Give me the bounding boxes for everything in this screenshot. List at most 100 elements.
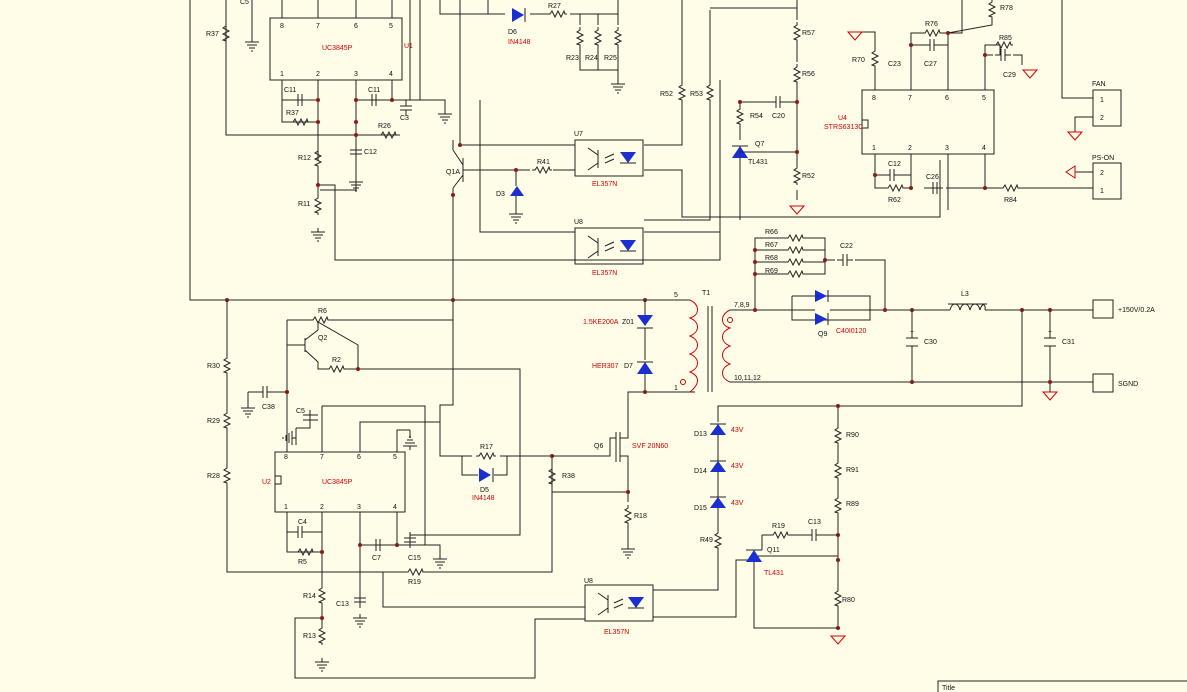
c3-label: C3 bbox=[400, 115, 409, 122]
d5-part: IN4148 bbox=[472, 495, 495, 502]
r37a-label: R37 bbox=[206, 31, 219, 38]
u1-pin2: 2 bbox=[316, 71, 320, 78]
q11-part: TL431 bbox=[764, 570, 784, 577]
u8a-ref: U8 bbox=[574, 219, 583, 226]
u1-pin3: 3 bbox=[354, 71, 358, 78]
q11-ref: Q11 bbox=[767, 547, 780, 554]
u4-pin4: 4 bbox=[982, 145, 986, 152]
c12a-label: C12 bbox=[364, 149, 377, 156]
u2-part: UC3845P bbox=[322, 479, 353, 486]
fan-connector[interactable] bbox=[1092, 89, 1122, 127]
r67-label: R67 bbox=[765, 242, 778, 249]
r19a-label: R19 bbox=[408, 579, 421, 586]
c31-label: C31 bbox=[1062, 339, 1075, 346]
u1-pin6: 6 bbox=[354, 23, 358, 30]
r49-label: R49 bbox=[700, 537, 713, 544]
r13-label: R13 bbox=[303, 633, 316, 640]
u8b-part: EL357N bbox=[604, 629, 629, 636]
output-label: +150V/0.2A bbox=[1118, 307, 1155, 314]
t1-pin789: 7,8,9 bbox=[734, 302, 750, 309]
u4-ref: U4 bbox=[838, 115, 847, 122]
u1-part: UC3845P bbox=[322, 45, 353, 52]
q1a-label: Q1A bbox=[446, 169, 460, 176]
r85-label: R85 bbox=[999, 35, 1012, 42]
r89-label: R89 bbox=[846, 501, 859, 508]
r19b-label: R19 bbox=[772, 523, 785, 530]
secondary-output: R66 R67 R68 R69 C22 Q9 C40I0120 L3 + C30… bbox=[717, 229, 1155, 422]
c26-label: C26 bbox=[926, 174, 939, 181]
r11-label: R11 bbox=[298, 201, 310, 208]
u2-pin5: 5 bbox=[393, 454, 397, 461]
q7-part: TL431 bbox=[748, 159, 768, 166]
fan-pin1: 1 bbox=[1100, 97, 1104, 104]
u4-region: R57 R56 R54 C20 Q7 TL431 R52 8 7 6 5 1 2… bbox=[710, 0, 1122, 220]
r12-label: R12 bbox=[298, 155, 311, 162]
d15-value: 43V bbox=[731, 500, 744, 507]
title-label: Title bbox=[942, 685, 955, 692]
c13b-label: C13 bbox=[808, 519, 821, 526]
r38-label: R38 bbox=[562, 473, 575, 480]
c11b-label: C11 bbox=[368, 87, 380, 94]
d13-label: D13 bbox=[694, 431, 707, 438]
d5-label: D5 bbox=[480, 487, 489, 494]
d14-value: 43V bbox=[731, 463, 744, 470]
l3-label: L3 bbox=[961, 291, 969, 298]
ps-on-pin2: 2 bbox=[1100, 170, 1104, 177]
d14-label: D14 bbox=[694, 468, 707, 475]
r62-label: R62 bbox=[888, 197, 901, 204]
c12b-label: C12 bbox=[888, 161, 901, 168]
c4-label: C4 bbox=[298, 519, 307, 526]
t1-pin101112: 10,11,12 bbox=[734, 375, 761, 382]
u7-part: EL357N bbox=[592, 181, 617, 188]
u2-pin3: 3 bbox=[357, 504, 361, 511]
d6-label: D6 bbox=[508, 29, 517, 36]
u2-pin6: 6 bbox=[357, 454, 361, 461]
title-block: Title bbox=[937, 680, 1187, 692]
q9-label: Q9 bbox=[818, 331, 827, 338]
sgnd-terminal[interactable] bbox=[1092, 373, 1114, 393]
d6-part: IN4148 bbox=[508, 39, 531, 46]
c31-plus: + bbox=[1048, 329, 1052, 336]
q2-label: Q2 bbox=[318, 335, 327, 342]
r84-label: R84 bbox=[1004, 197, 1017, 204]
u2-region: R30 R29 R28 R6 Q2 R2 C38 C5 8 7 6 5 1 2 … bbox=[207, 300, 585, 679]
c20-label: C20 bbox=[772, 113, 785, 120]
c13a-label: C13 bbox=[336, 601, 349, 608]
r28-label: R28 bbox=[207, 473, 220, 480]
r69-label: R69 bbox=[765, 268, 778, 275]
u1-ref: U1 bbox=[404, 43, 413, 50]
t1-label: T1 bbox=[702, 290, 710, 297]
r18-label: R18 bbox=[634, 513, 647, 520]
c7-label: C7 bbox=[372, 555, 381, 562]
r90-label: R90 bbox=[846, 432, 859, 439]
u2-ref: U2 bbox=[262, 479, 271, 486]
c29-label: C29 bbox=[1003, 72, 1016, 79]
overvoltage-region: D13 43V D14 43V D15 43V R49 R90 R91 R89 … bbox=[694, 404, 859, 645]
r29-label: R29 bbox=[207, 418, 220, 425]
u8b-ref: U8 bbox=[584, 578, 593, 585]
r25-label: R25 bbox=[604, 55, 617, 62]
u1-pin1: 1 bbox=[280, 71, 284, 78]
u8a-part: EL357N bbox=[592, 270, 617, 277]
r52a-label: R52 bbox=[660, 91, 673, 98]
u4-pin3: 3 bbox=[945, 145, 949, 152]
r17-label: R17 bbox=[480, 444, 493, 451]
c22-label: C22 bbox=[840, 243, 853, 250]
u4-pin7: 7 bbox=[908, 95, 912, 102]
c23-label: C23 bbox=[888, 61, 901, 68]
fan-label: FAN bbox=[1092, 81, 1106, 88]
r66-label: R66 bbox=[765, 229, 778, 236]
output-terminal[interactable] bbox=[1092, 299, 1114, 319]
r70-label: R70 bbox=[852, 57, 865, 64]
c5a-label: C5 bbox=[240, 0, 249, 6]
d15-label: D15 bbox=[694, 505, 707, 512]
u4-pin6: 6 bbox=[945, 95, 949, 102]
c27-label: C27 bbox=[924, 61, 937, 68]
q6-part: SVF 20N60 bbox=[632, 443, 668, 450]
ps-on-connector[interactable] bbox=[1092, 162, 1122, 200]
r91-label: R91 bbox=[846, 467, 859, 474]
r80-label: R80 bbox=[842, 597, 855, 604]
u1-pin5: 5 bbox=[389, 23, 393, 30]
t1-pin1: 1 bbox=[674, 385, 678, 392]
u1-pin7: 7 bbox=[316, 23, 320, 30]
